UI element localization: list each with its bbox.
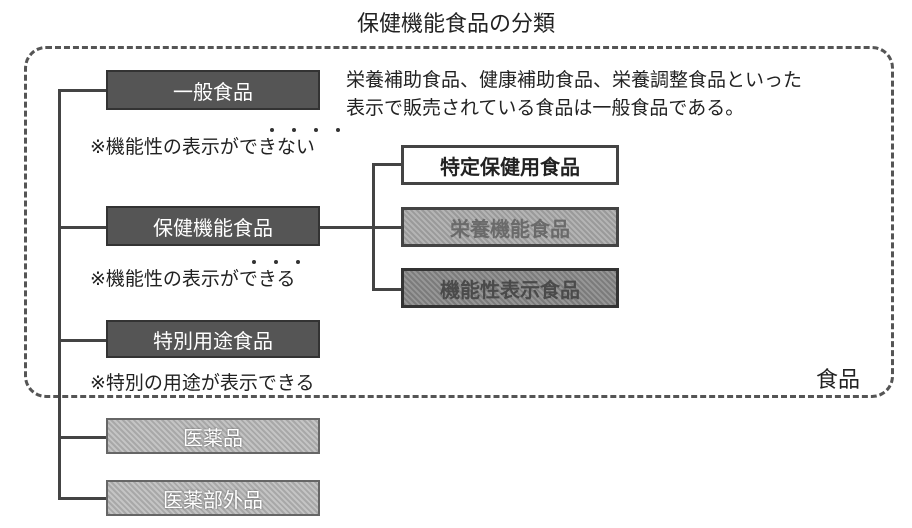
emphasis-dot — [274, 260, 278, 264]
emphasis-dot — [270, 128, 274, 132]
emphasis-dot — [314, 128, 318, 132]
food-region-border — [24, 46, 894, 398]
trunk-line — [58, 89, 61, 499]
category-health-function-food: 保健機能食品 — [106, 206, 320, 246]
branch-functional — [372, 288, 402, 291]
branch-nutrient — [372, 226, 402, 229]
category-quasi-drug: 医薬部外品 — [106, 480, 320, 516]
branch-medicine — [58, 436, 106, 439]
branch-special — [58, 339, 106, 342]
subtype-specified-health-food: 特定保健用食品 — [401, 145, 619, 185]
subtype-functional-labeled-food: 機能性表示食品 — [401, 268, 619, 308]
note-general: ※機能性の表示ができない — [90, 136, 315, 158]
category-general-food: 一般食品 — [106, 70, 320, 110]
description-line-1: 栄養補助食品、健康補助食品、栄養調整食品といった — [346, 69, 803, 91]
connector-health-to-subtypes — [320, 226, 372, 229]
note-health: ※機能性の表示ができる — [90, 268, 296, 290]
food-region-label: 食品 — [815, 368, 860, 393]
subtype-nutrient-function-food: 栄養機能食品 — [401, 207, 619, 247]
branch-general — [58, 89, 106, 92]
emphasis-dot — [296, 260, 300, 264]
emphasis-dot — [292, 128, 296, 132]
category-medicine: 医薬品 — [106, 418, 320, 454]
note-special: ※特別の用途が表示できる — [90, 372, 315, 394]
emphasis-dot — [336, 128, 340, 132]
diagram-title: 保健機能食品の分類 — [356, 12, 555, 37]
branch-specified — [372, 163, 402, 166]
category-special-use-food: 特別用途食品 — [106, 320, 320, 358]
general-food-description: 栄養補助食品、健康補助食品、栄養調整食品といった 表示で販売されている食品は一般… — [346, 66, 802, 122]
branch-health — [58, 226, 106, 229]
emphasis-dot — [252, 260, 256, 264]
description-line-2: 表示で販売されている食品は一般食品である。 — [346, 97, 745, 119]
branch-quasi-drug — [58, 497, 106, 500]
